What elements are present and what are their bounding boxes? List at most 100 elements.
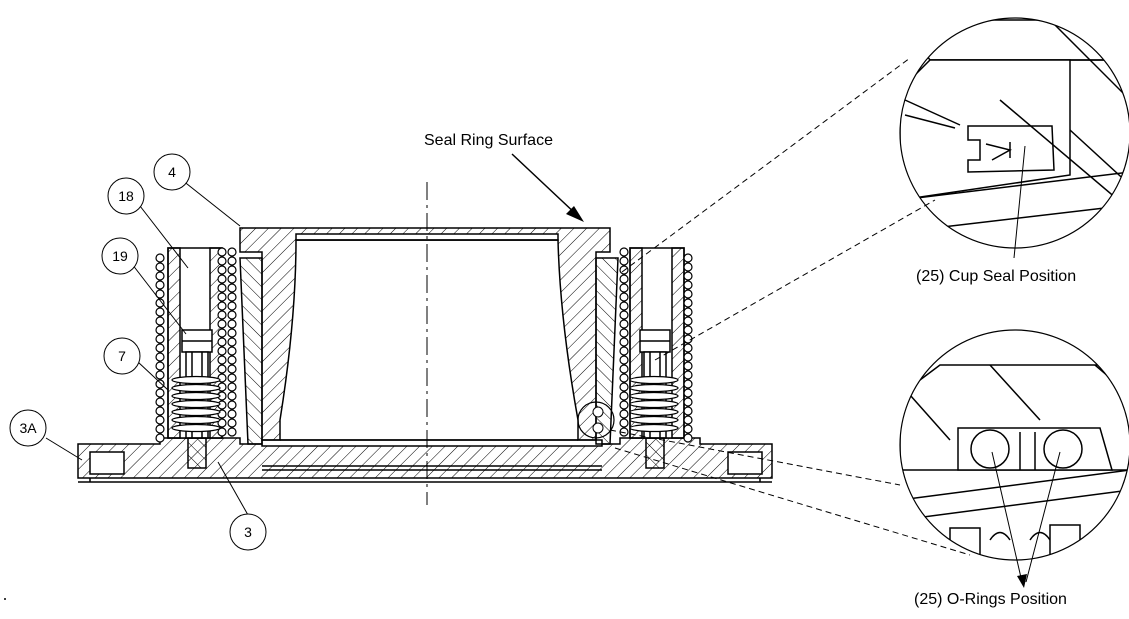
spring-coil: [629, 423, 679, 433]
callout-label-3: 3: [244, 524, 252, 540]
spring-coil: [217, 337, 227, 347]
spring-coil: [619, 301, 629, 311]
spring-coil: [683, 280, 693, 290]
spring-coil: [619, 310, 629, 320]
spring-coil: [155, 334, 165, 344]
spring-coil: [155, 415, 165, 425]
cup-seal-detail: (25) Cup Seal Position: [899, 17, 1129, 285]
spring-coil: [683, 361, 693, 371]
springs: [155, 247, 693, 443]
spring-coil: [619, 247, 629, 257]
callout-leaders: [45, 179, 249, 516]
spring-coil: [171, 399, 221, 409]
spring-coil: [619, 319, 629, 329]
cup-seal-position-label: (25) Cup Seal Position: [916, 268, 1076, 285]
callout-bubble-19: 19: [101, 237, 139, 275]
spring-coil: [619, 328, 629, 338]
spring-coil: [217, 319, 227, 329]
spring-coil: [683, 379, 693, 389]
spring-coil: [227, 337, 237, 347]
spring-coil: [227, 328, 237, 338]
spring-coil: [217, 247, 227, 257]
spring-coil: [155, 343, 165, 353]
spring-coil: [227, 247, 237, 257]
spring-coil: [227, 355, 237, 365]
spring-coil: [619, 400, 629, 410]
spring-coil: [619, 409, 629, 419]
spring-coil: [217, 310, 227, 320]
callout-label-18: 18: [118, 188, 134, 204]
spring-coil: [227, 346, 237, 356]
spring-coil: [683, 271, 693, 281]
spring-coil: [155, 307, 165, 317]
spring-coil: [217, 328, 227, 338]
spring-coil: [683, 424, 693, 434]
seal-ring: [239, 227, 611, 441]
callout-bubble-3: 3: [229, 513, 267, 551]
spring-coil: [155, 271, 165, 281]
spring-coil: [217, 292, 227, 302]
callout-bubble-18: 18: [107, 177, 145, 215]
spring-coil: [683, 352, 693, 362]
spring-coil: [629, 391, 679, 401]
spring-coil: [155, 361, 165, 371]
spring-coil: [155, 280, 165, 290]
spring-coil: [619, 355, 629, 365]
callout-bubble-3a: 3A: [9, 409, 47, 447]
spring-coil: [171, 375, 221, 385]
spring-coil: [227, 427, 237, 437]
spring-coil: [629, 375, 679, 385]
spring-coil: [629, 415, 679, 425]
spring-coil: [683, 325, 693, 335]
callout-label-4: 4: [168, 164, 176, 180]
spring-coil: [619, 382, 629, 392]
spring-coil: [155, 352, 165, 362]
spring-coil: [227, 301, 237, 311]
spring-coil: [683, 289, 693, 299]
spring-coil: [171, 423, 221, 433]
spring-coil: [683, 406, 693, 416]
spring-coil: [171, 383, 221, 393]
spring-coil: [619, 337, 629, 347]
spring-coil: [217, 427, 227, 437]
spring-coil: [155, 406, 165, 416]
spring-coil: [217, 355, 227, 365]
spring-coil: [629, 383, 679, 393]
spring-coil: [155, 397, 165, 407]
seal-ring-arrow: [511, 153, 584, 222]
spring-coil: [683, 370, 693, 380]
spring-coil: [683, 262, 693, 272]
spring-coil: [619, 256, 629, 266]
spring-coil: [227, 319, 237, 329]
spring-coil: [619, 418, 629, 428]
spring-coil: [155, 298, 165, 308]
spring-coil: [155, 370, 165, 380]
callout-label-3a: 3A: [19, 420, 37, 436]
spring-coil: [217, 364, 227, 374]
spring-coil: [155, 316, 165, 326]
stray-mark: [4, 598, 6, 600]
spring-coil: [155, 433, 165, 443]
spring-coil: [227, 364, 237, 374]
spring-coil: [155, 262, 165, 272]
spring-coil: [629, 399, 679, 409]
callout-label-7: 7: [118, 348, 126, 364]
spring-coil: [227, 274, 237, 284]
spring-coil: [217, 346, 227, 356]
spring-coil: [683, 298, 693, 308]
left-bolt-housing: [167, 247, 223, 469]
spring-coil: [227, 265, 237, 275]
spring-coil: [155, 289, 165, 299]
spring-coil: [155, 388, 165, 398]
spring-coil: [155, 424, 165, 434]
spring-coil: [683, 343, 693, 353]
spring-coil: [619, 391, 629, 401]
spring-coil: [155, 253, 165, 263]
spring-coil: [217, 274, 227, 284]
spring-coil: [619, 364, 629, 374]
spring-coil: [683, 316, 693, 326]
main-section-view: [77, 227, 773, 483]
spring-coil: [171, 391, 221, 401]
o-ring-detail-circle: [577, 401, 615, 439]
